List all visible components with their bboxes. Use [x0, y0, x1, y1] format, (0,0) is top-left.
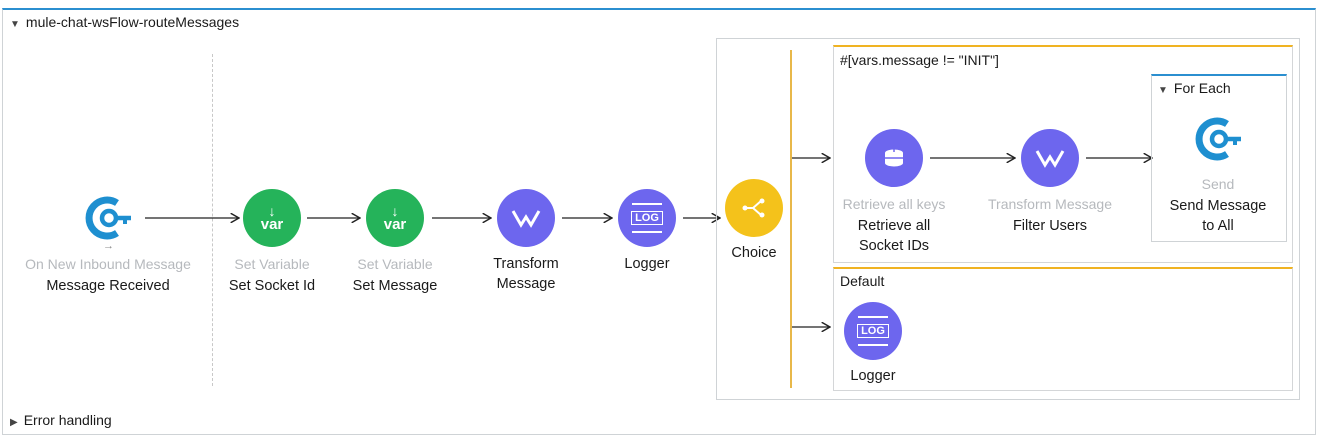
- set-socket-name: Set Socket Id: [228, 278, 316, 294]
- foreach-scope[interactable]: [1151, 74, 1287, 242]
- set-socket-node[interactable]: ↓var: [243, 189, 301, 247]
- error-handling-header[interactable]: ▶ Error handling: [10, 412, 112, 428]
- filter-users-node[interactable]: [1021, 129, 1079, 187]
- var-icon: ↓var: [260, 203, 284, 233]
- flow-title: mule-chat-wsFlow-routeMessages: [25, 14, 240, 30]
- set-socket-type: Set Variable: [234, 256, 310, 272]
- set-message-node[interactable]: ↓var: [366, 189, 424, 247]
- choice-icon: [742, 198, 765, 218]
- log-icon: LOG: [857, 316, 889, 346]
- error-handling-label: Error handling: [23, 412, 112, 428]
- websocket-icon: [85, 196, 131, 240]
- source-divider: [212, 54, 213, 386]
- flow-container: [2, 8, 1316, 435]
- transform-name-1: Transform: [493, 256, 559, 272]
- object-store-icon: [885, 145, 903, 167]
- choice-scope: [716, 38, 1300, 400]
- choice-branch-bar: [790, 50, 792, 388]
- listener-type: On New Inbound Message: [25, 256, 191, 272]
- foreach-title: For Each: [1173, 80, 1231, 96]
- logger-name: Logger: [624, 256, 670, 272]
- logger-node[interactable]: LOG: [618, 189, 676, 247]
- transform-node[interactable]: [497, 189, 555, 247]
- route-when[interactable]: [833, 45, 1293, 263]
- set-message-name: Set Message: [352, 278, 438, 294]
- collapse-triangle-icon[interactable]: ▼: [1158, 85, 1168, 96]
- retrieve-keys-node[interactable]: [865, 129, 923, 187]
- expand-triangle-icon[interactable]: ▶: [10, 417, 18, 428]
- set-message-type: Set Variable: [357, 256, 433, 272]
- send-name-2: to All: [1202, 218, 1234, 234]
- var-icon: ↓var: [383, 203, 407, 233]
- dataweave-icon: [1035, 150, 1065, 168]
- choice-node[interactable]: [725, 179, 783, 237]
- log-icon: LOG: [631, 203, 663, 233]
- foreach-header[interactable]: ▼ For Each: [1158, 80, 1231, 96]
- default-logger-node[interactable]: LOG: [844, 302, 902, 360]
- send-type: Send: [1201, 176, 1235, 192]
- retrieve-name-1: Retrieve all: [857, 218, 931, 234]
- route-default[interactable]: [833, 267, 1293, 391]
- dataweave-icon: [511, 210, 541, 228]
- listener-name: Message Received: [46, 278, 170, 294]
- default-logger-name: Logger: [850, 368, 896, 384]
- collapse-triangle-icon[interactable]: ▼: [10, 19, 20, 30]
- source-arrow-icon: →: [103, 240, 114, 252]
- choice-name: Choice: [731, 245, 777, 261]
- route-expression: #[vars.message != "INIT"]: [840, 52, 999, 68]
- send-node[interactable]: [1189, 110, 1247, 168]
- listener-node[interactable]: [79, 189, 137, 247]
- retrieve-type: Retrieve all keys: [842, 196, 946, 212]
- retrieve-name-2: Socket IDs: [858, 238, 930, 254]
- default-label: Default: [840, 273, 885, 289]
- filter-type: Transform Message: [988, 196, 1112, 212]
- flow-header[interactable]: ▼ mule-chat-wsFlow-routeMessages: [10, 14, 239, 30]
- send-name-1: Send Message: [1169, 198, 1267, 214]
- filter-name: Filter Users: [1012, 218, 1088, 234]
- transform-name-2: Message: [496, 276, 556, 292]
- websocket-icon: [1195, 117, 1241, 161]
